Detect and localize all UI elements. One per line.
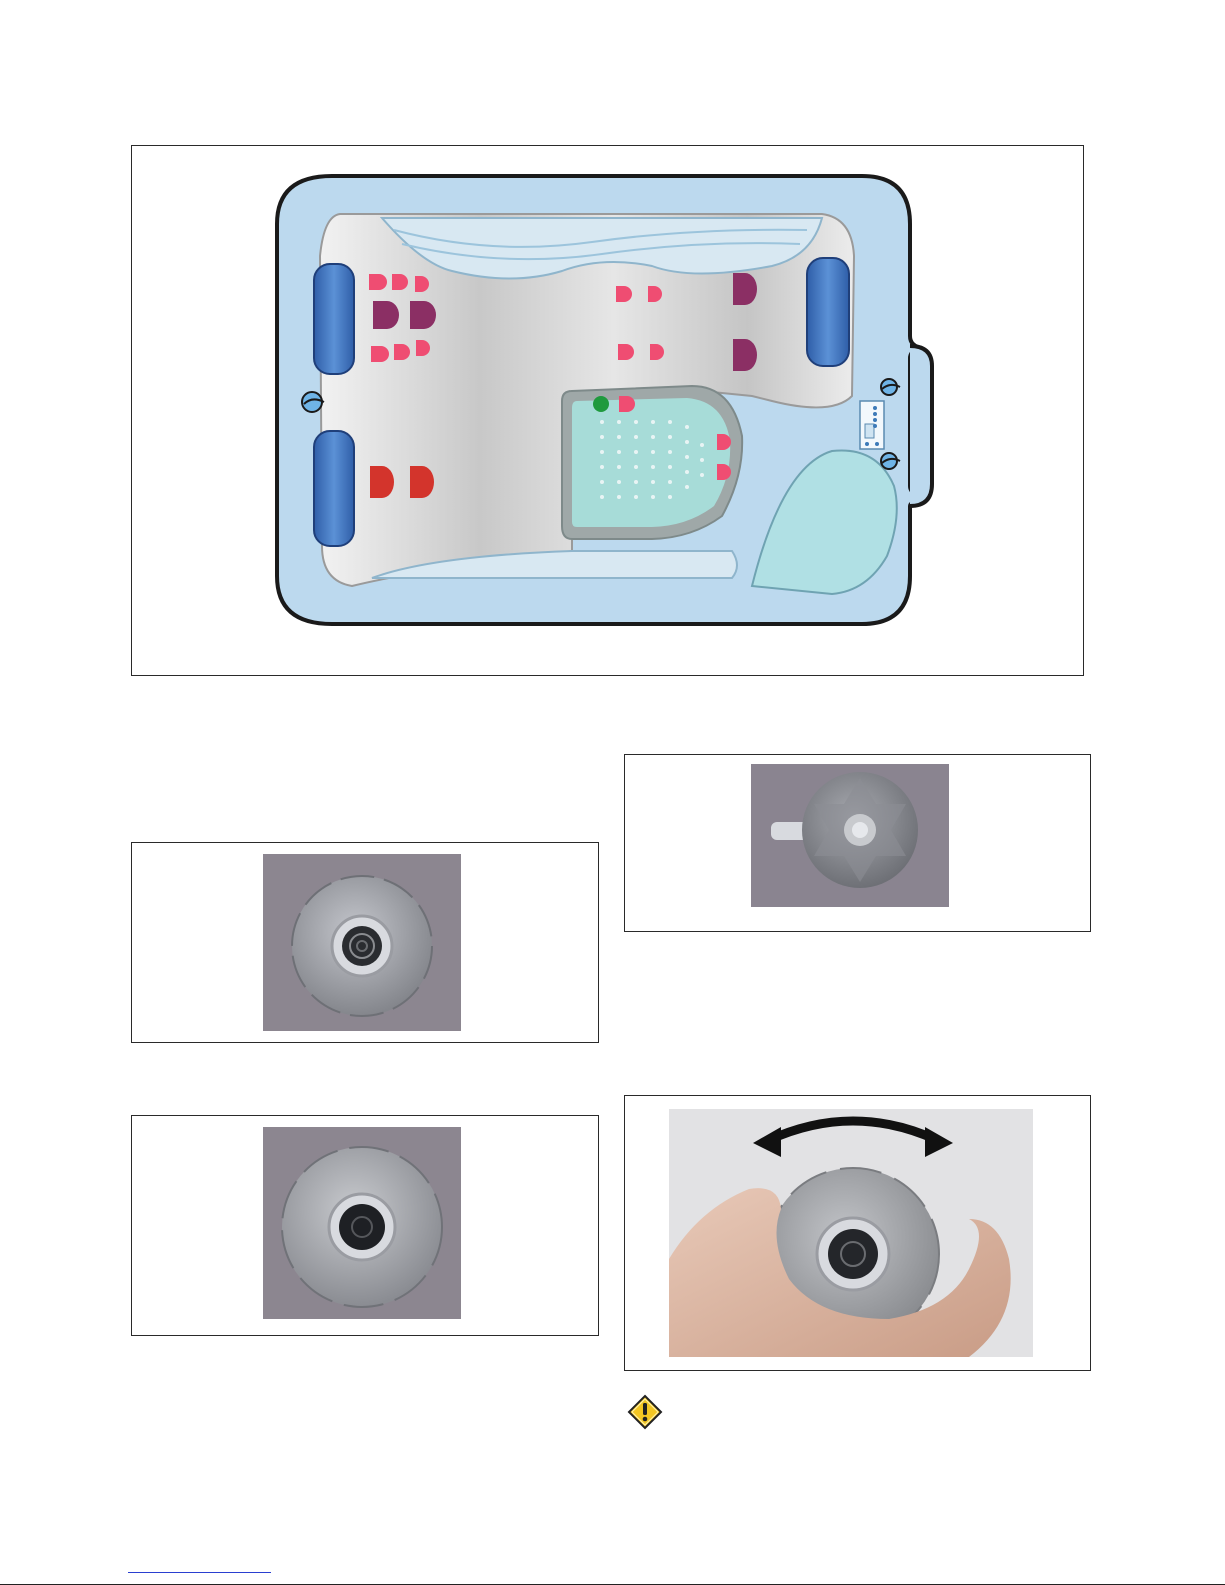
headrest-pillow-right (807, 258, 849, 366)
spa-footwell-floor (572, 398, 730, 527)
spa-control-bump (910, 346, 932, 506)
jet-photo-b-frame (131, 1115, 599, 1336)
headrest-pillow-lower-left (314, 431, 354, 546)
jet-photo-a (263, 854, 461, 1031)
jet-photo-d (669, 1109, 1033, 1357)
jet-photo-c-frame (624, 754, 1091, 932)
headrest-pillow-upper-left (314, 264, 354, 374)
jet-photo-d-frame (624, 1095, 1091, 1371)
spa-diagram-frame (131, 145, 1084, 676)
jet-photo-c (751, 764, 949, 907)
topside-control-panel (860, 401, 884, 449)
jet-photo-a-frame (131, 842, 599, 1043)
jet-photo-b (263, 1127, 461, 1319)
footer-link-underline[interactable] (128, 1572, 271, 1573)
spa-top-view-diagram (132, 146, 1085, 677)
warning-icon (627, 1394, 663, 1430)
